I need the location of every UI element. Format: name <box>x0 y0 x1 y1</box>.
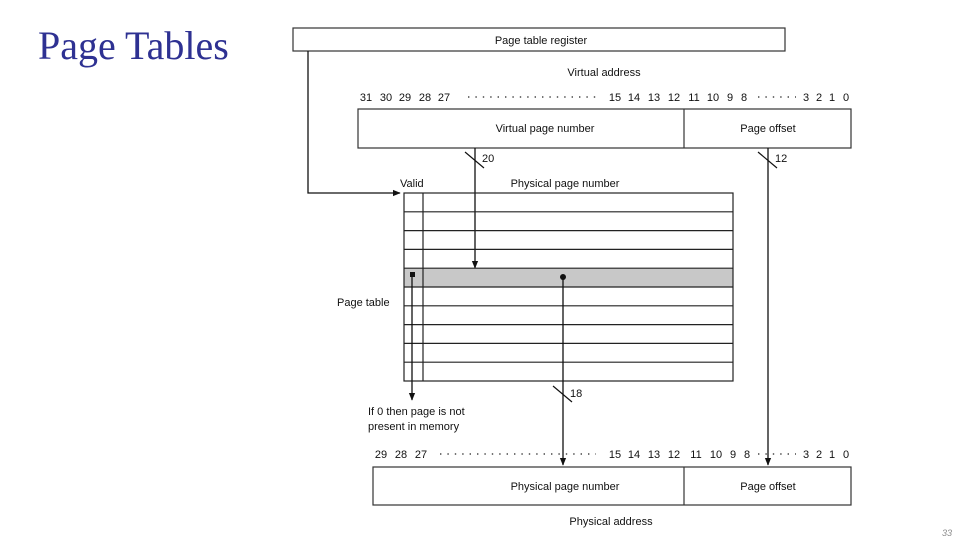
physical-bit-numbers: 29 28 27 15 14 13 12 11 10 9 8 3 2 1 0 <box>375 449 849 461</box>
invalid-note-line2: present in memory <box>368 421 460 433</box>
vbit-8: 8 <box>741 92 747 104</box>
page-number: 33 <box>941 528 952 538</box>
slide-title: Page Tables <box>38 23 229 68</box>
vbit-14: 14 <box>628 92 640 104</box>
vbit-9: 9 <box>727 92 733 104</box>
vbit-0: 0 <box>843 92 849 104</box>
page-table <box>403 192 734 382</box>
vbit-10: 10 <box>707 92 719 104</box>
offset-width-tick-top <box>757 151 778 169</box>
page-offset-bottom-label: Page offset <box>740 481 795 493</box>
offset-width-top-label: 12 <box>775 153 787 165</box>
page-table-selected-row <box>404 268 733 287</box>
pbit-13: 13 <box>648 449 660 461</box>
valid-header: Valid <box>400 178 424 190</box>
page-offset-top-label: Page offset <box>740 123 795 135</box>
valid-bit-dot <box>410 272 415 277</box>
vbit-28: 28 <box>419 92 431 104</box>
pbit-0: 0 <box>843 449 849 461</box>
physical-page-number-label: Physical page number <box>511 481 620 493</box>
pbit-9: 9 <box>730 449 736 461</box>
page-table-label: Page table <box>337 297 390 309</box>
register-pointer-line <box>307 51 401 197</box>
virtual-address-box <box>357 108 852 149</box>
pbit-15: 15 <box>609 449 621 461</box>
physical-address-box <box>372 466 852 506</box>
vbit-30: 30 <box>380 92 392 104</box>
invalid-note-line1: If 0 then page is not <box>368 406 465 418</box>
physical-address-label: Physical address <box>569 516 653 528</box>
vbit-12: 12 <box>668 92 680 104</box>
pbit-11: 11 <box>690 449 701 461</box>
physical-page-number-header: Physical page number <box>511 178 620 190</box>
ppn-width-tick <box>552 385 573 403</box>
vbit-13: 13 <box>648 92 660 104</box>
vbit-27: 27 <box>438 92 450 104</box>
vbit-15: 15 <box>609 92 621 104</box>
page-table-row-lines <box>404 211 733 363</box>
pbit-28: 28 <box>395 449 407 461</box>
vbit-2: 2 <box>816 92 822 104</box>
page-table-register-label: Page table register <box>495 35 588 47</box>
ppn-width-label: 18 <box>570 388 582 400</box>
page-table-register-box <box>292 27 786 52</box>
virtual-bit-numbers: 31 30 29 28 27 15 14 13 12 11 10 9 8 3 2… <box>360 92 849 104</box>
pbit-8: 8 <box>744 449 750 461</box>
vbit-31: 31 <box>360 92 372 104</box>
pbit-10: 10 <box>710 449 722 461</box>
vpn-width-tick <box>464 151 485 169</box>
virtual-page-number-label: Virtual page number <box>496 123 595 135</box>
virtual-address-label: Virtual address <box>567 67 641 79</box>
pbit-3: 3 <box>803 449 809 461</box>
vpn-width-label: 20 <box>482 153 494 165</box>
pbit-27: 27 <box>415 449 427 461</box>
pbit-29: 29 <box>375 449 387 461</box>
pbit-12: 12 <box>668 449 680 461</box>
vbit-1: 1 <box>829 92 835 104</box>
vbit-29: 29 <box>399 92 411 104</box>
pbit-1: 1 <box>829 449 835 461</box>
pbit-14: 14 <box>628 449 640 461</box>
vbit-11: 11 <box>688 92 699 104</box>
pbit-2: 2 <box>816 449 822 461</box>
vbit-3: 3 <box>803 92 809 104</box>
